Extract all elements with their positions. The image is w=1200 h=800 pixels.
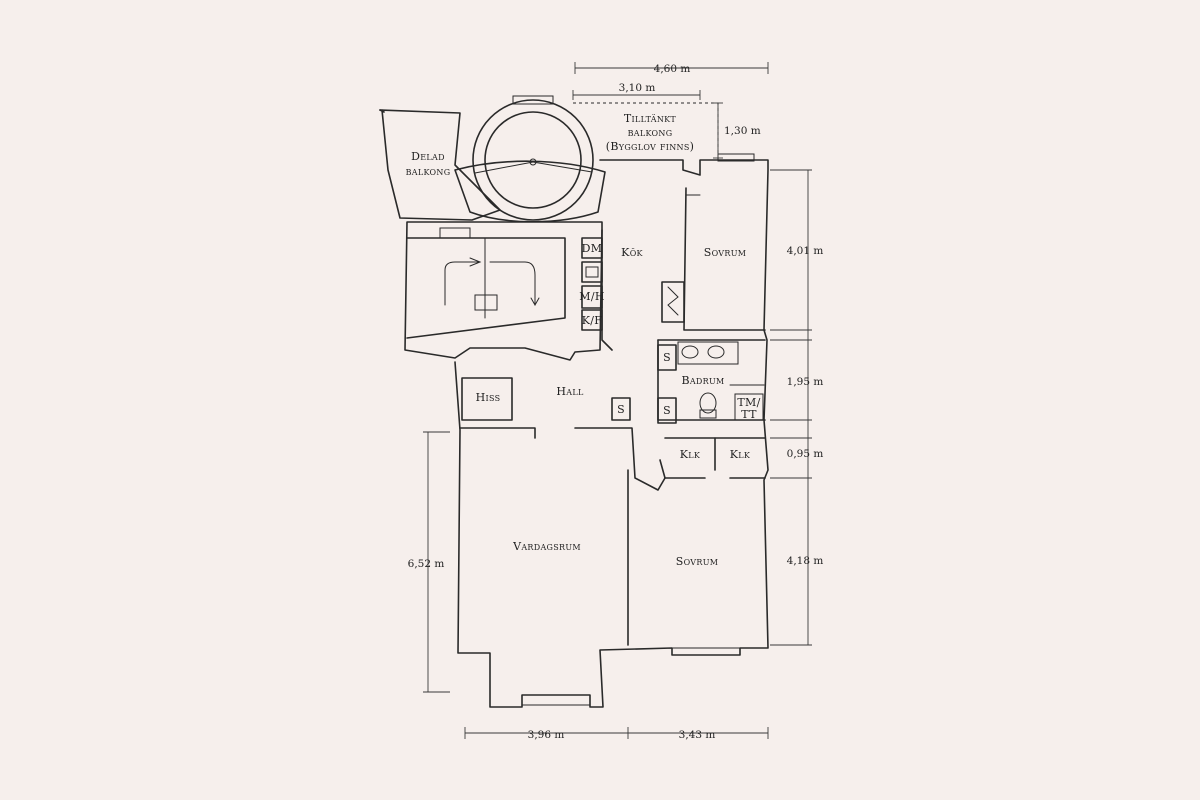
label-s-bottom: S [663,404,671,417]
label-hall: Hall [556,385,584,398]
dim-095: 0,95 m [787,448,824,460]
dim-460: 4,60 m [654,63,691,75]
label-sovrum-bottom: Sovrum [676,555,719,568]
dimension-lines [423,62,812,739]
dim-401: 4,01 m [787,245,824,257]
label-tilltankt-1: Tilltänkt [624,112,677,125]
label-tilltankt-3: (Bygglov finns) [606,140,694,153]
walls [379,95,769,708]
label-vardagsrum: Vardagsrum [512,540,581,553]
dim-130: 1,30 m [724,125,761,137]
label-sovrum-top: Sovrum [704,246,747,259]
label-kf: K/F [582,314,603,327]
dimension-labels: 4,60 m 3,10 m 1,30 m 4,01 m 1,95 m 0,95 … [408,63,824,741]
dim-310: 3,10 m [619,82,656,94]
label-delad-balkong-2: balkong [406,165,451,178]
label-dm: DM [582,242,603,255]
label-tilltankt-2: balkong [628,126,673,139]
dim-396: 3,96 m [528,729,565,741]
dim-652: 6,52 m [408,558,445,570]
dim-418: 4,18 m [787,555,824,567]
label-hiss: Hiss [476,391,501,404]
label-kok: Kök [621,246,643,259]
label-s-top: S [663,351,671,364]
label-delad-balkong-1: Delad [411,150,445,163]
room-labels: Delad balkong Tilltänkt balkong (Bygglov… [406,112,761,568]
label-s-hall: S [617,403,625,416]
label-badrum: Badrum [681,374,724,387]
dim-343: 3,43 m [679,729,716,741]
label-klk-1: Klk [680,448,701,461]
label-tmtt-2: TT [741,408,757,421]
dim-195: 1,95 m [787,376,824,388]
label-tmtt-1: TM/ [737,396,760,409]
label-klk-2: Klk [730,448,751,461]
label-mh: M/H [579,290,604,303]
